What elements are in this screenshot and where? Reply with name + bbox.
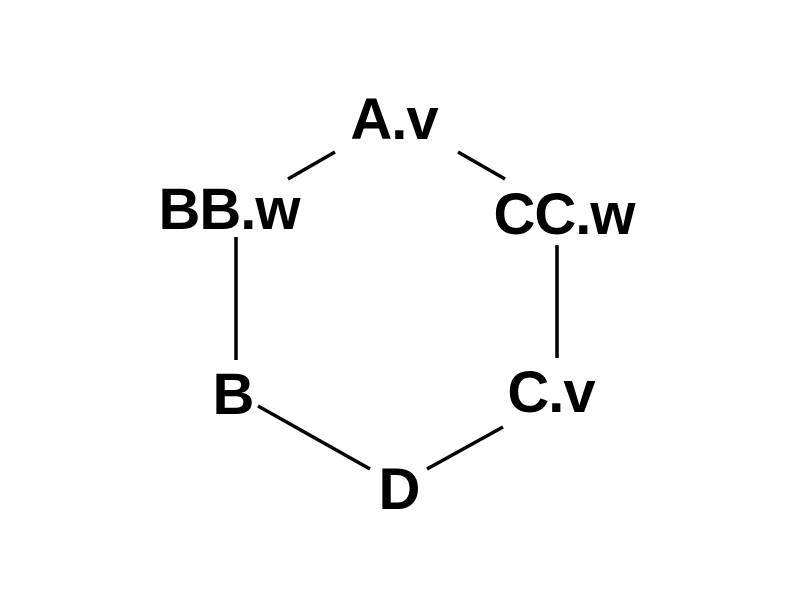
edge-top-upper-left (287, 150, 336, 181)
node-lower-left-label: B (213, 362, 254, 427)
nodes: A.v BB.w CC.w B C.v D (159, 87, 638, 522)
node-lower-right-label: C.v (507, 360, 595, 425)
node-top-label: A.v (350, 87, 438, 152)
edge-lower-left-bottom (257, 404, 371, 471)
edge-lower-right-bottom (426, 425, 504, 471)
edges (234, 150, 559, 471)
edge-top-upper-right (457, 150, 506, 181)
node-upper-left-label: BB.w (159, 177, 302, 242)
node-bottom-label: D (379, 457, 420, 522)
node-upper-right-label: CC.w (494, 182, 637, 247)
